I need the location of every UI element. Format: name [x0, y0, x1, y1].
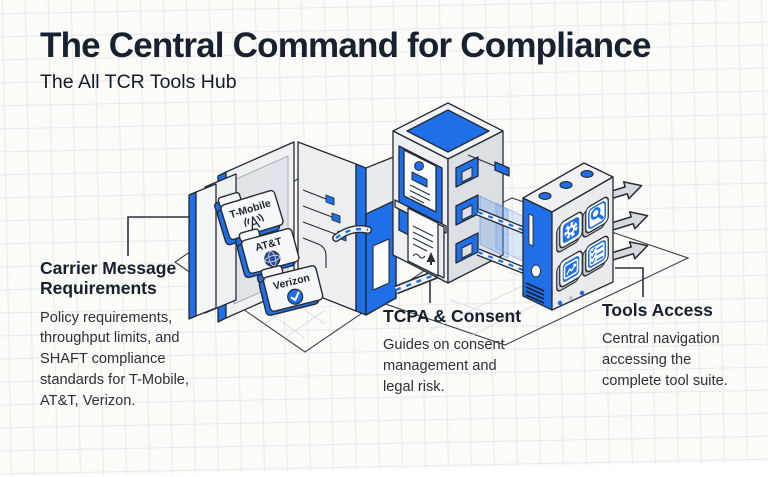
wire-tag: [494, 161, 510, 177]
search-icon: [590, 207, 604, 220]
isometric-illustration: T-Mobile AT&T: [127, 102, 690, 353]
globe-icon: [264, 250, 281, 267]
speaker-lines-icon: [525, 282, 545, 304]
gear-tile: [556, 211, 583, 253]
right-wing-blue-edge: [355, 163, 367, 316]
carrier-callout-line: [127, 216, 203, 256]
machine-side-face: [522, 197, 553, 311]
section-tcpa: TCPA & Consent Guides on consent managem…: [383, 306, 525, 398]
tower-vent-chevrons: [455, 156, 479, 264]
section-tools: Tools Access Central navigation accessin…: [602, 300, 758, 392]
tools-callout-line: [615, 267, 644, 297]
folder-att: AT&T: [234, 228, 300, 279]
tools-body: Central navigation accessing the complet…: [602, 331, 728, 390]
chart-image-icon: [563, 258, 579, 280]
header: The Central Command for Compliance The A…: [40, 26, 651, 93]
tower-top-panel: [406, 109, 490, 153]
carrier-body: Policy requirements, throughput limits, …: [40, 309, 189, 410]
checklist-tile: [582, 235, 609, 277]
stamp-icon: [426, 252, 436, 265]
checklist-icon: [590, 244, 604, 265]
tools-heading: Tools Access: [602, 300, 713, 320]
circuit-traces: [302, 189, 339, 268]
tcpa-body: Guides on consent management and legal r…: [383, 337, 505, 396]
left-slab-front: [188, 183, 217, 320]
check-badge-icon: [287, 288, 304, 305]
indicator-dots: [557, 290, 585, 306]
page-title: The Central Command for Compliance: [40, 26, 651, 65]
spine-tower-window: [372, 238, 390, 291]
tcpa-heading: TCPA & Consent: [383, 306, 522, 326]
data-beam: [476, 195, 530, 276]
page-subtitle: The All TCR Tools Hub: [40, 70, 237, 93]
spine-tower: [365, 155, 397, 316]
carrier-heading: Carrier Message Requirements: [40, 258, 177, 299]
gear-icon: [564, 221, 578, 239]
pipe-wing-to-spine: [332, 225, 372, 242]
tcpa-tower: [392, 102, 510, 284]
chart-tile: [556, 250, 583, 292]
cell-tower-icon: [244, 213, 265, 230]
tools-access-machine: [522, 162, 614, 311]
search-tile: [582, 196, 609, 238]
machine-side-details: [525, 213, 545, 304]
folder-tmobile: T-Mobile: [214, 189, 284, 246]
carrier-folders: T-Mobile AT&T: [214, 189, 324, 316]
consent-doc-card: [407, 207, 445, 279]
consent-profile-card: [403, 149, 437, 213]
section-carrier: Carrier Message Requirements Policy requ…: [40, 258, 210, 412]
machine-knobs: [538, 170, 594, 200]
folder-verizon: Verizon: [256, 265, 324, 316]
